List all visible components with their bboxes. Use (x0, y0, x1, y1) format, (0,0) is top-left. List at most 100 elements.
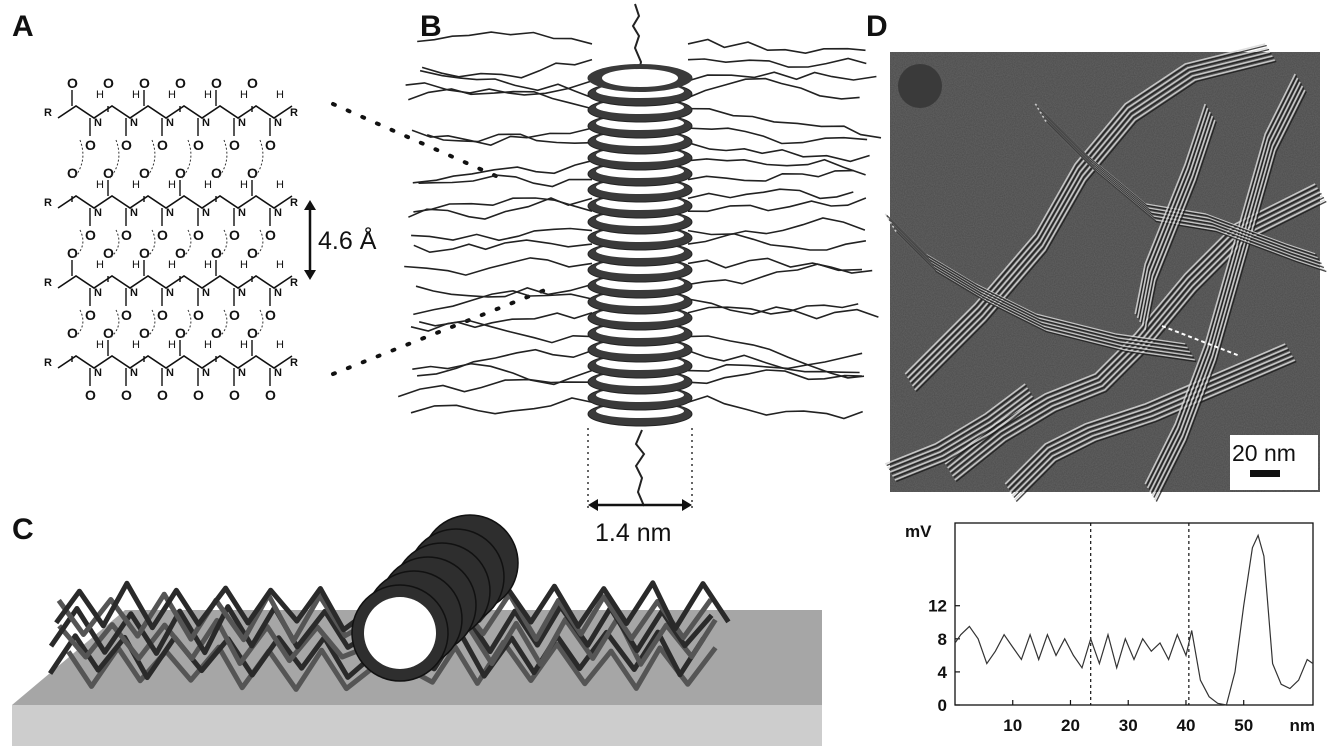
afm-fibre-shadow (888, 219, 1190, 351)
side-chain (426, 133, 593, 145)
side-chain (397, 378, 593, 398)
h-bond (109, 139, 120, 179)
side-chain (410, 319, 593, 344)
nitrogen-atom: N (94, 367, 102, 379)
side-chain (687, 169, 854, 182)
afm-fibre-shadow (1136, 105, 1208, 316)
nitrogen-atom: N (94, 287, 102, 299)
afm-fibre-shadow (1153, 87, 1305, 498)
oxygen-atom: O (139, 245, 150, 261)
h-bond (109, 309, 120, 339)
afm-fibre-shadow (886, 384, 1028, 467)
hydrogen-atom: H (168, 339, 176, 351)
oxygen-atom: O (157, 387, 168, 403)
afm-fibre-shadow (1150, 83, 1303, 494)
side-chain (411, 227, 593, 242)
afm-fibre-shadow (951, 192, 1322, 475)
afm-fibre-shadow (896, 400, 1037, 483)
oxygen-atom: O (157, 307, 168, 323)
side-chain (687, 263, 863, 286)
afm-fibre-shadow (1143, 117, 1215, 328)
profile-series-line (954, 533, 1314, 706)
h-bond (217, 139, 228, 179)
h-bond (217, 309, 228, 339)
side-chain (421, 58, 593, 79)
side-chain (418, 174, 593, 188)
afm-fibre-highlight (887, 387, 1029, 469)
oxygen-atom: O (67, 165, 78, 181)
hydrogen-atom: H (240, 179, 248, 191)
fibril-lumen (364, 597, 436, 669)
oxygen-atom: O (229, 387, 240, 403)
afm-fibre-highlight (909, 51, 1271, 383)
hydrogen-atom: H (132, 339, 140, 351)
residue-r-right: R (290, 357, 298, 369)
oxygen-atom: O (265, 227, 276, 243)
side-chain (419, 69, 593, 99)
afm-fibre-highlight (1154, 89, 1306, 501)
oxygen-atom: O (193, 307, 204, 323)
oxygen-atom: O (193, 137, 204, 153)
oxygen-atom: O (121, 387, 132, 403)
afm-fibre-highlight (907, 47, 1268, 379)
oxygen-atom: O (247, 325, 258, 341)
side-chain (687, 127, 868, 145)
afm-fibre-highlight (1146, 77, 1299, 489)
hydrogen-atom: H (168, 179, 176, 191)
h-bond (181, 139, 192, 179)
afm-fibre-highlight (1011, 355, 1293, 497)
afm-fibre-shadow (1011, 352, 1292, 494)
afm-fibre-shadow (1045, 121, 1327, 273)
nitrogen-atom: N (94, 207, 102, 219)
oxygen-atom: O (85, 137, 96, 153)
nitrogen-atom: N (130, 367, 138, 379)
side-chain (687, 229, 867, 251)
oxygen-atom: O (67, 75, 78, 91)
h-bond (253, 309, 264, 339)
afm-fibre-shadow (908, 48, 1270, 380)
fibril-on-surface-diagram (12, 514, 822, 746)
nitrogen-atom: N (166, 367, 174, 379)
oxygen-atom: O (229, 227, 240, 243)
nitrogen-atom: N (274, 117, 282, 129)
h-bond (145, 229, 156, 259)
side-chain-ribbon (54, 580, 372, 633)
afm-fibre-highlight (1144, 119, 1216, 331)
afm-fibre-shadow (1015, 360, 1297, 502)
hydrogen-atom: H (96, 339, 104, 351)
projection-lines (331, 102, 547, 376)
oxygen-atom: O (265, 137, 276, 153)
oxygen-atom: O (139, 75, 150, 91)
side-chain (687, 369, 862, 385)
afm-fibre-shadow (946, 184, 1318, 467)
oxygen-atom: O (103, 325, 114, 341)
afm-fibre-shadow (1148, 79, 1300, 490)
oxygen-atom: O (103, 245, 114, 261)
afm-fibre-highlight (911, 55, 1273, 387)
afm-fibre-shadow (893, 396, 1035, 479)
nitrogen-atom: N (202, 367, 210, 379)
afm-fibre-shadow (1013, 356, 1295, 498)
afm-fibre-highlight (949, 191, 1321, 473)
oxygen-atom: O (157, 227, 168, 243)
oxygen-atom: O (247, 245, 258, 261)
side-chain (413, 289, 593, 316)
residue-r-left: R (44, 197, 52, 209)
hydrogen-atom: H (276, 179, 284, 191)
afm-fibre-highlight (889, 391, 1031, 473)
oxygen-atom: O (67, 245, 78, 261)
side-chain-ribbon (48, 633, 372, 681)
h-bond (73, 229, 84, 259)
terminal-chain (631, 3, 643, 81)
oxygen-atom: O (211, 75, 222, 91)
oxygen-atom: O (103, 165, 114, 181)
nitrogen-atom: N (166, 207, 174, 219)
h-bond (217, 229, 228, 259)
afm-fibre-highlight (894, 399, 1036, 481)
afm-fibre-shadow (1008, 348, 1290, 490)
scalebar-bar (1250, 470, 1280, 477)
